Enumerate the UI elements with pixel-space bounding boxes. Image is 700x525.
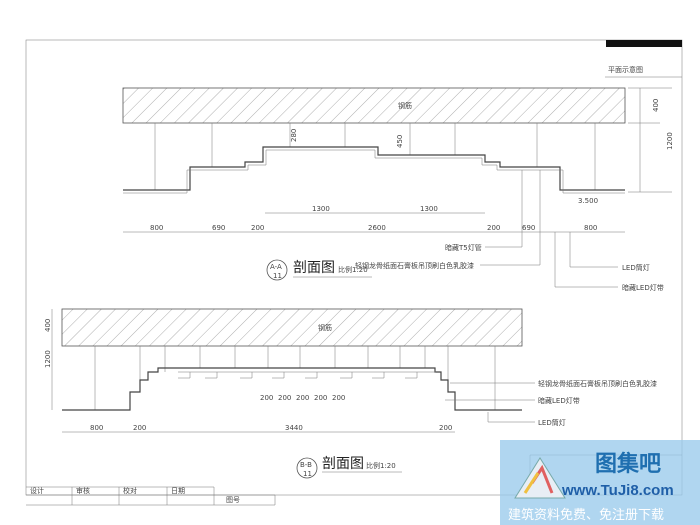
dim: 200 bbox=[487, 224, 500, 232]
marker-bottom: 11 bbox=[273, 272, 282, 280]
callout: LED筒灯 bbox=[622, 263, 650, 272]
ceiling-profile bbox=[62, 367, 522, 411]
dim-right: 400 bbox=[652, 99, 660, 112]
dim: 690 bbox=[212, 224, 225, 232]
dim: 200 bbox=[439, 424, 452, 432]
title-cell: 审核 bbox=[76, 486, 90, 495]
concrete-slab bbox=[61, 308, 523, 347]
drawing-number: 图号 bbox=[226, 496, 240, 504]
dim-left: 1200 bbox=[44, 350, 52, 368]
marker-top: A-A bbox=[270, 263, 282, 271]
ceiling-profile bbox=[123, 146, 625, 191]
section-a: 钢筋 400 1200 280 450 3.500 1300 1300 800 … bbox=[122, 87, 674, 292]
callout: 暗藏LED灯带 bbox=[622, 283, 664, 292]
watermark: 图集吧 www.TuJi8.com 建筑资料免费、免注册下载 bbox=[500, 440, 700, 525]
callout: 轻钢龙骨纸面石膏板吊顶刷白色乳胶漆 bbox=[355, 261, 474, 270]
watermark-name: 图集吧 bbox=[595, 452, 662, 477]
dim: 2600 bbox=[368, 224, 386, 232]
section-title: 剖面图 bbox=[293, 260, 335, 276]
dim: 200 bbox=[260, 394, 273, 402]
watermark-logo-icon bbox=[514, 457, 566, 499]
dim: 200 bbox=[296, 394, 309, 402]
dim: 200 bbox=[251, 224, 264, 232]
dim-row-small: 200 200 200 200 200 bbox=[260, 394, 345, 402]
title-bar bbox=[606, 40, 682, 47]
section-title: 剖面图 bbox=[322, 456, 364, 472]
section-scale: 比例1:20 bbox=[338, 265, 368, 274]
callout: 暗藏T5灯管 bbox=[445, 243, 482, 252]
dim: 800 bbox=[90, 424, 103, 432]
callout: 暗藏LED灯带 bbox=[538, 396, 580, 405]
level-mark: 3.500 bbox=[578, 197, 598, 205]
section-marker bbox=[296, 457, 318, 479]
dim: 3440 bbox=[285, 424, 303, 432]
watermark-url[interactable]: www.TuJi8.com bbox=[562, 482, 674, 499]
drawing-title: 平面示意图 bbox=[608, 65, 643, 74]
callout: 轻钢龙骨纸面石膏板吊顶刷白色乳胶漆 bbox=[538, 379, 657, 388]
section-b: 钢筋 400 1200 200 200 200 200 200 800 200 … bbox=[44, 308, 657, 479]
watermark-slogan: 建筑资料免费、免注册下载 bbox=[508, 508, 665, 523]
slab-label: 钢筋 bbox=[318, 323, 332, 332]
dim-inner: 1300 bbox=[312, 205, 330, 213]
title-cell: 日期 bbox=[171, 487, 185, 495]
dim-row-bottom: 800 690 200 2600 200 690 800 bbox=[150, 224, 597, 232]
dim-right: 1200 bbox=[666, 132, 674, 150]
dim: 690 bbox=[522, 224, 535, 232]
title-cell: 设计 bbox=[30, 486, 44, 495]
dim-inner: 1300 bbox=[420, 205, 438, 213]
drawing-frame bbox=[25, 39, 683, 496]
section-scale: 比例1:20 bbox=[366, 461, 396, 470]
dim: 200 bbox=[278, 394, 291, 402]
dim: 200 bbox=[314, 394, 327, 402]
marker-bottom: 11 bbox=[303, 470, 312, 478]
dim: 800 bbox=[150, 224, 163, 232]
dim-small: 450 bbox=[396, 135, 404, 148]
concrete-slab bbox=[122, 87, 626, 124]
section-marker bbox=[266, 259, 288, 281]
dim: 800 bbox=[584, 224, 597, 232]
dim-row-bottom: 800 200 3440 200 bbox=[90, 424, 452, 432]
dim: 200 bbox=[133, 424, 146, 432]
slab-label: 钢筋 bbox=[398, 101, 412, 110]
dim-small: 280 bbox=[290, 129, 298, 142]
dim-left: 400 bbox=[44, 319, 52, 332]
marker-top: B-B bbox=[300, 461, 312, 469]
dim: 200 bbox=[332, 394, 345, 402]
callout: LED筒灯 bbox=[538, 418, 566, 427]
title-cell: 校对 bbox=[123, 486, 137, 495]
